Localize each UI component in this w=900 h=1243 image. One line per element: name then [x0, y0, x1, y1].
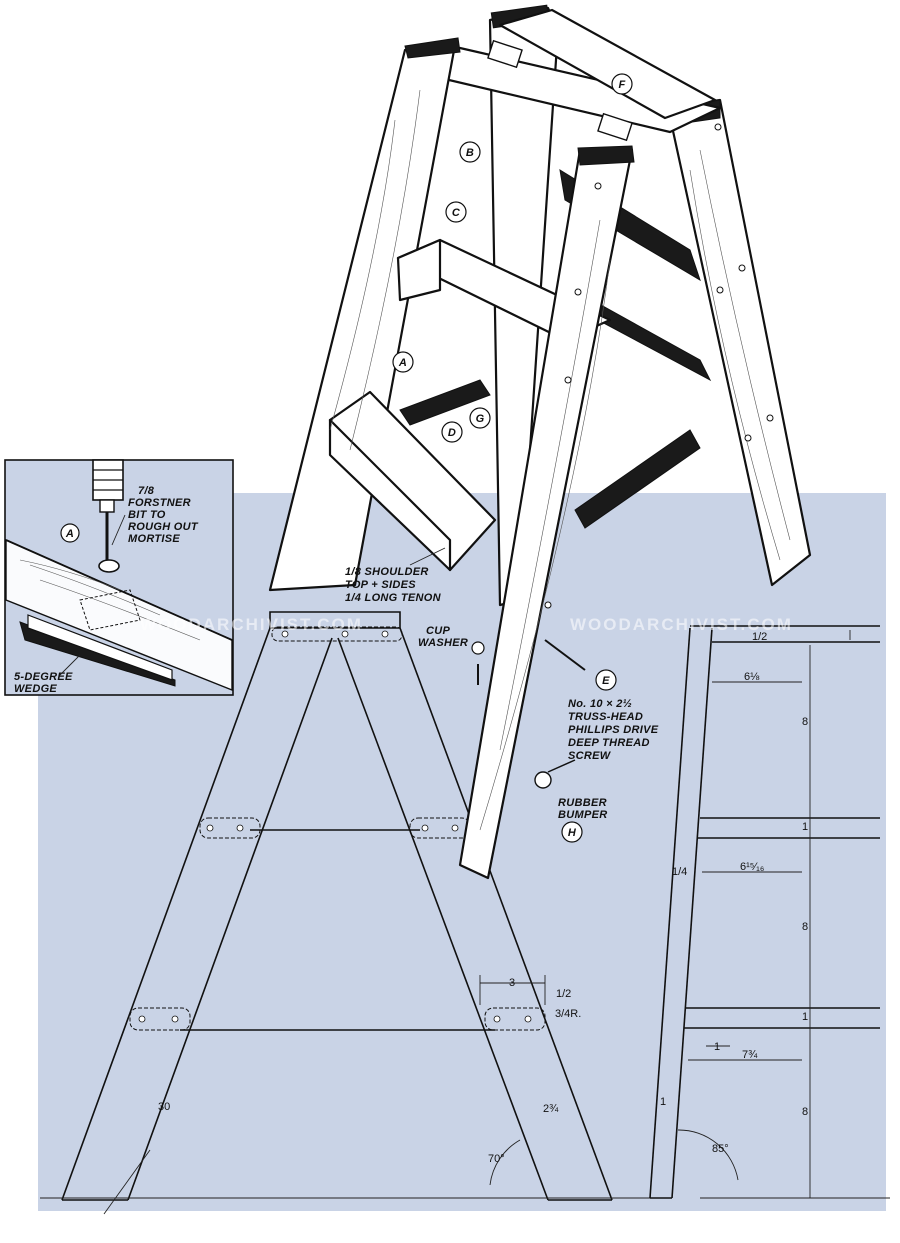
part-label-c: C — [445, 201, 467, 223]
dim-side-step3-depth: 7¾ — [742, 1049, 758, 1061]
mortise-inset: A 7/8 FORSTNER BIT TO ROUGH OUT MORTISE … — [4, 459, 234, 696]
ladder-isometric — [268, 4, 812, 880]
bumper-callout: RUBBER BUMPER — [558, 797, 610, 821]
dim-side-spacing-a: 8 — [802, 716, 808, 728]
part-label-h: H — [561, 821, 583, 843]
dim-front-leg-width: 2¾ — [543, 1103, 559, 1115]
brace-g — [399, 379, 491, 426]
wedge-note: 5-DEGREE WEDGE — [14, 671, 76, 695]
svg-text:F: F — [618, 79, 625, 91]
svg-text:C: C — [452, 207, 461, 219]
part-label-g: G — [469, 407, 491, 429]
dim-side-spacing-b: 8 — [802, 921, 808, 933]
dim-side-top-gap: 1/2 — [752, 631, 767, 643]
screw-callout: No. 10 × 2½ TRUSS-HEAD PHILLIPS DRIVE DE… — [568, 698, 662, 762]
part-labels: B C A D G F E H — [392, 73, 633, 843]
dim-front-length: 30 — [158, 1101, 170, 1113]
svg-text:D: D — [448, 427, 456, 439]
dim-side-thick-b: 1 — [802, 1011, 808, 1023]
dim-side-leg-1: 1 — [660, 1096, 666, 1108]
dim-front-width: 3 — [509, 977, 515, 989]
dim-side-step1-depth: 6⅛ — [744, 671, 760, 683]
dim-side-thick-a: 1 — [802, 821, 808, 833]
part-label-f: F — [611, 73, 633, 95]
dim-side-quarter: 1/4 — [672, 866, 687, 878]
dim-side-angle: 85° — [712, 1143, 729, 1155]
svg-text:H: H — [568, 827, 577, 839]
dim-front-half: 1/2 — [556, 988, 571, 1000]
dim-front-radius: 3/4R. — [555, 1008, 581, 1020]
hinge-f — [597, 112, 633, 142]
dim-side-spacing-c: 8 — [802, 1106, 808, 1118]
rubber-bumper — [534, 771, 552, 789]
svg-text:B: B — [466, 147, 474, 159]
bit-note: 7/8 FORSTNER BIT TO ROUGH OUT MORTISE — [128, 485, 201, 545]
tenon-callout: 1/8 SHOULDER TOP + SIDES 1/4 LONG TENON — [345, 566, 442, 604]
watermark-right: WOODARCHIVIST.COM — [570, 615, 793, 634]
part-label-a: A — [392, 351, 414, 373]
watermark-left: WOODARCHIVIST.COM — [140, 615, 363, 634]
svg-text:G: G — [476, 413, 485, 425]
forstner-bit — [98, 559, 120, 573]
washer-callout: CUP WASHER — [418, 625, 468, 649]
dim-side-step2-depth: 6¹⁵⁄₁₆ — [740, 861, 764, 873]
inset-part-label: A — [65, 528, 74, 540]
cup-washer — [471, 641, 485, 655]
dim-front-angle: 70° — [488, 1153, 505, 1165]
svg-text:A: A — [398, 357, 407, 369]
inset-part-label-circle — [60, 523, 80, 543]
part-label-b: B — [459, 141, 481, 163]
front-view: 3 1/2 3/4R. 2¾ 30 70° — [40, 611, 660, 1215]
svg-text:E: E — [602, 675, 610, 687]
side-view: 1/2 6⅛ 8 1 1/4 6¹⁵⁄₁₆ 8 1 7¾ 1 8 1 85° — [649, 625, 890, 1199]
part-label-e: E — [595, 669, 617, 691]
truss-screw — [544, 639, 586, 671]
dim-side-inner-1: 1 — [714, 1041, 720, 1053]
part-label-d: D — [441, 421, 463, 443]
